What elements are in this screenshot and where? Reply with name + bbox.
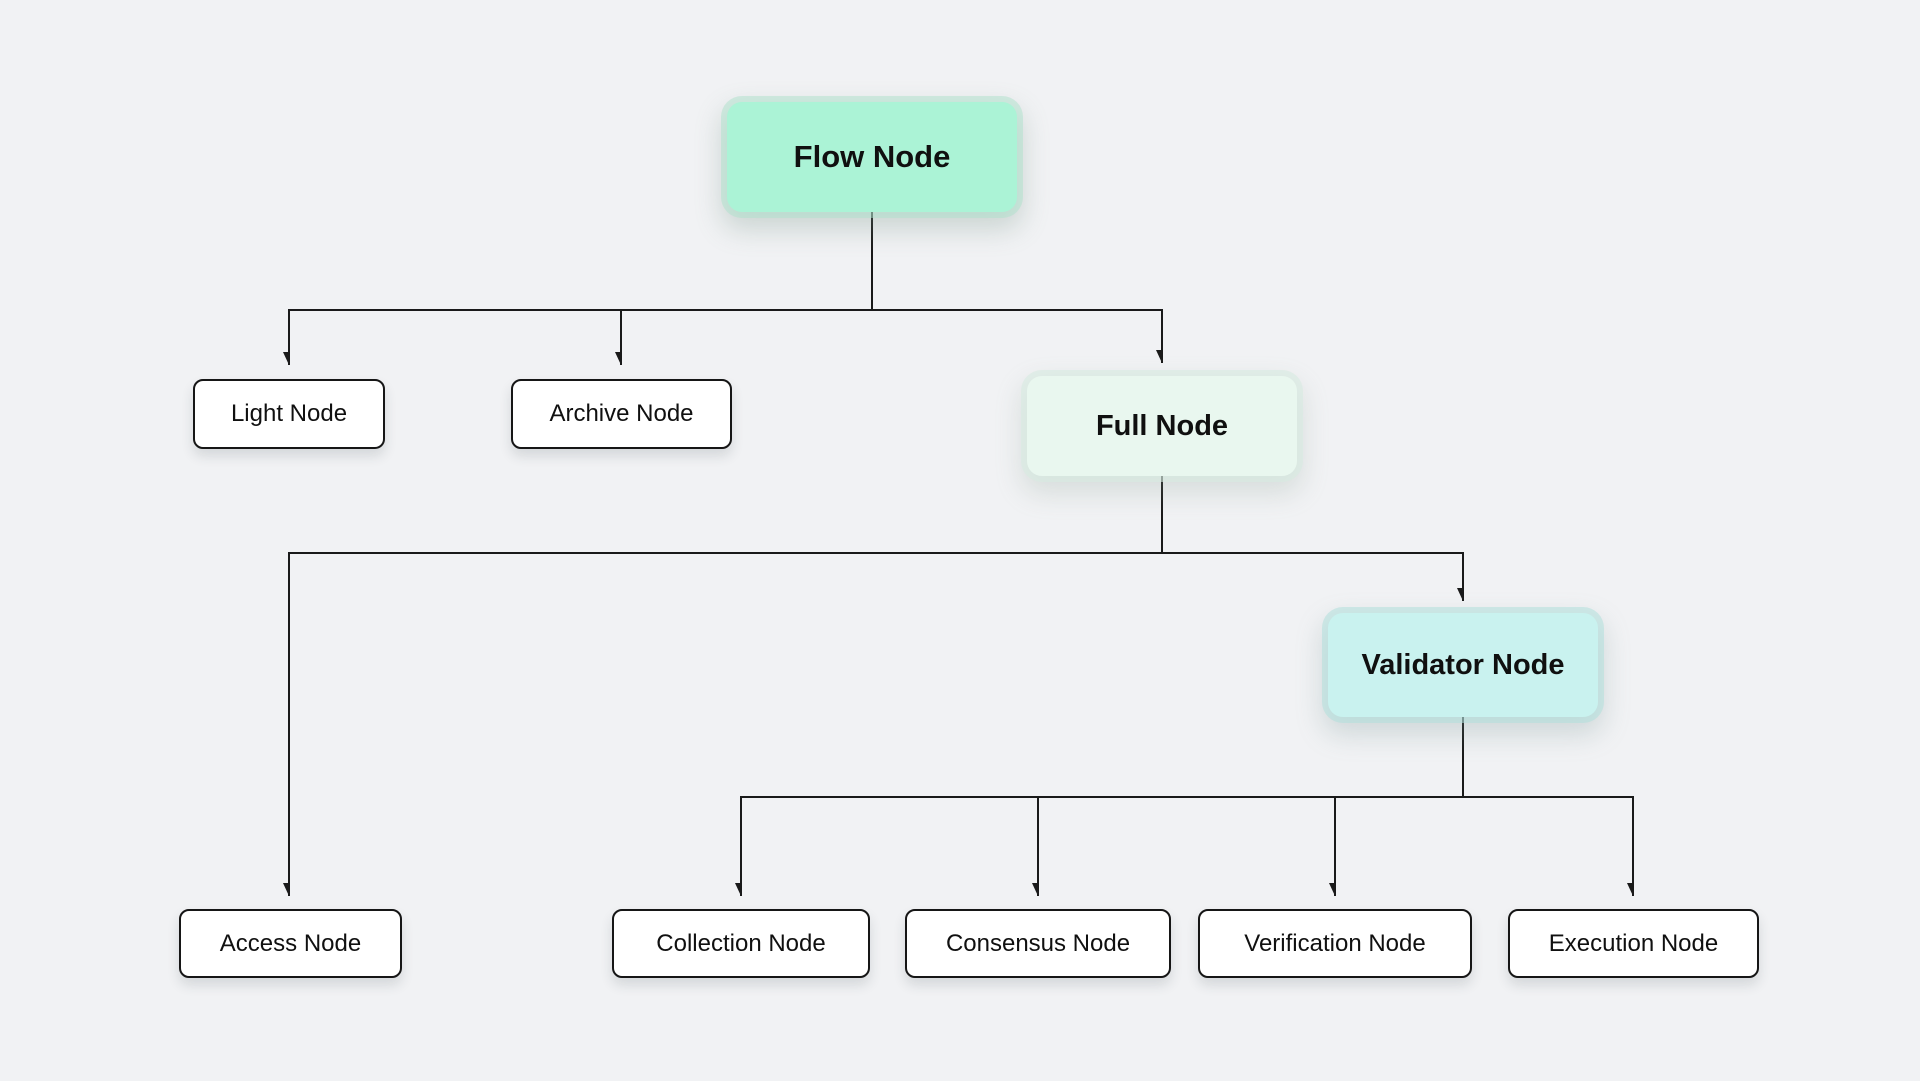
node-execution-label: Execution Node bbox=[1548, 929, 1719, 957]
node-light: Light Node bbox=[193, 379, 385, 449]
node-access: Access Node bbox=[179, 909, 402, 978]
node-execution: Execution Node bbox=[1508, 909, 1759, 978]
node-archive: Archive Node bbox=[511, 379, 732, 449]
node-flow: Flow Node bbox=[727, 102, 1017, 212]
node-validator-label: Validator Node bbox=[1361, 648, 1565, 681]
node-access-label: Access Node bbox=[219, 929, 362, 957]
edge-group-validator-children bbox=[741, 717, 1634, 896]
node-light-label: Light Node bbox=[230, 400, 348, 427]
node-full-label: Full Node bbox=[1095, 409, 1229, 442]
node-archive-label: Archive Node bbox=[549, 400, 694, 427]
node-consensus-label: Consensus Node bbox=[945, 929, 1131, 957]
node-validator: Validator Node bbox=[1328, 613, 1598, 717]
edge-group-flow-children bbox=[289, 212, 1163, 365]
node-collection-label: Collection Node bbox=[656, 929, 826, 957]
node-verification: Verification Node bbox=[1198, 909, 1472, 978]
node-full: Full Node bbox=[1027, 376, 1297, 476]
node-flow-label: Flow Node bbox=[793, 139, 951, 174]
node-verification-label: Verification Node bbox=[1244, 929, 1426, 957]
node-collection: Collection Node bbox=[612, 909, 870, 978]
edge-group-full-children bbox=[289, 476, 1464, 896]
node-consensus: Consensus Node bbox=[905, 909, 1171, 978]
